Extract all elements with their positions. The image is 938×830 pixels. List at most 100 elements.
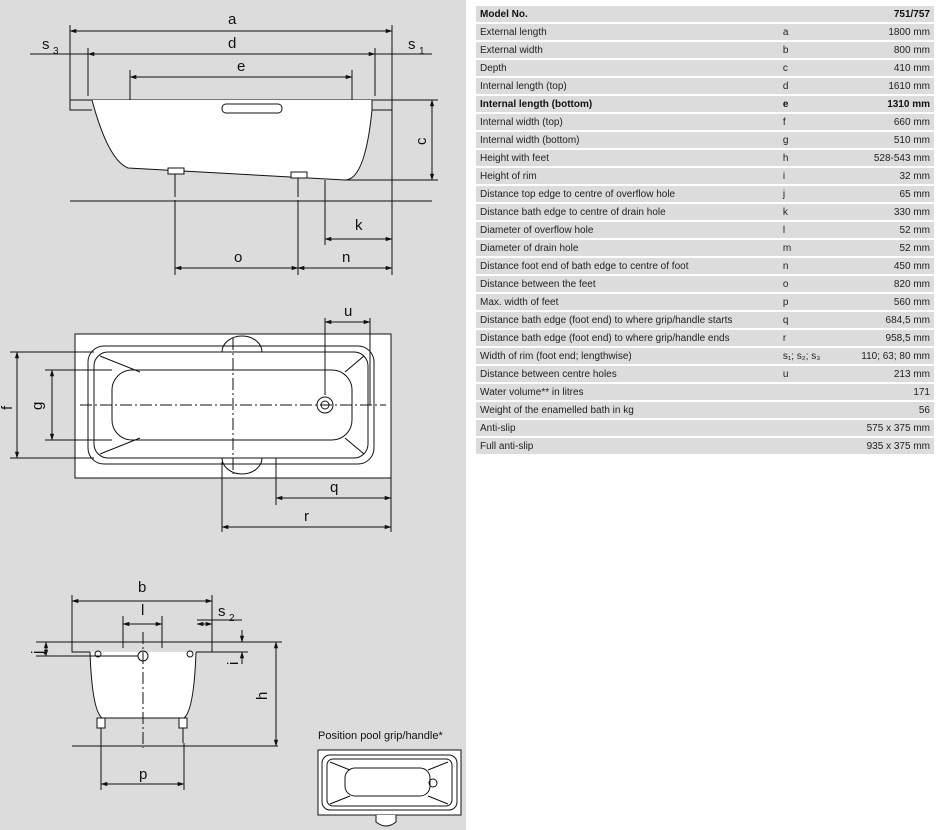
row-value: 410 mm (836, 60, 934, 76)
row-value: 1800 mm (836, 24, 934, 40)
row-label: Distance between centre holes (476, 366, 783, 382)
table-header-row: Model No. 751/757 (476, 6, 934, 22)
top-view (10, 318, 392, 532)
row-value: 800 mm (836, 42, 934, 58)
row-label: Internal length (top) (476, 78, 783, 94)
header-model-number: 751/757 (836, 6, 934, 22)
label-k: k (355, 217, 363, 234)
row-label: Anti-slip (476, 420, 783, 436)
row-value: 171 (836, 384, 934, 400)
label-i: i (225, 662, 242, 665)
row-symbol (782, 438, 837, 454)
row-value: 52 mm (836, 240, 934, 256)
label-e: e (237, 58, 245, 75)
label-j: j (29, 651, 46, 655)
row-label: Internal width (bottom) (476, 132, 783, 148)
row-symbol: i (782, 168, 837, 184)
row-value: 65 mm (836, 186, 934, 202)
row-symbol: n (782, 258, 837, 274)
row-symbol: s₁; s₂; s₃ (782, 348, 837, 364)
label-s3: s (42, 36, 50, 53)
row-label: Full anti-slip (476, 438, 783, 454)
header-label: Model No. (476, 6, 783, 22)
row-value: 450 mm (836, 258, 934, 274)
header-symbol (782, 6, 837, 22)
row-value: 1310 mm (836, 96, 934, 112)
row-label: Distance bath edge (foot end) to where g… (476, 312, 783, 328)
table-row: Distance bath edge to centre of drain ho… (476, 204, 934, 220)
row-symbol: f (782, 114, 837, 130)
row-value: 575 x 375 mm (836, 420, 934, 436)
table-row: Width of rim (foot end; lengthwise)s₁; s… (476, 348, 934, 364)
label-b: b (138, 579, 146, 596)
row-symbol: j (782, 186, 837, 202)
label-c: c (413, 137, 430, 145)
row-symbol: u (782, 366, 837, 382)
row-label: Internal length (bottom) (476, 96, 783, 112)
row-value: 660 mm (836, 114, 934, 130)
row-label: Height with feet (476, 150, 783, 166)
row-label: Width of rim (foot end; lengthwise) (476, 348, 783, 364)
row-value: 510 mm (836, 132, 934, 148)
row-symbol: d (782, 78, 837, 94)
row-value: 330 mm (836, 204, 934, 220)
row-value: 56 (836, 402, 934, 418)
row-value: 935 x 375 mm (836, 438, 934, 454)
row-symbol: g (782, 132, 837, 148)
label-s2-sub: 2 (229, 613, 235, 624)
label-q: q (330, 479, 338, 496)
table-row: Anti-slip 575 x 375 mm (476, 420, 934, 436)
row-label: Depth (476, 60, 783, 76)
technical-drawing-panel: a d s 3 s 1 e c k o n u f g q r b l s 2 … (0, 0, 466, 830)
grip-position-caption: Position pool grip/handle* (318, 730, 443, 742)
row-label: Distance between the feet (476, 276, 783, 292)
row-value: 52 mm (836, 222, 934, 238)
label-h: h (254, 692, 271, 700)
label-r: r (304, 508, 309, 525)
row-value: 820 mm (836, 276, 934, 292)
row-value: 528-543 mm (836, 150, 934, 166)
label-d: d (228, 35, 236, 52)
row-label: Internal width (top) (476, 114, 783, 130)
bathtub-technical-drawing: a d s 3 s 1 e c k o n u f g q r b l s 2 … (0, 11, 462, 827)
row-symbol: e (782, 96, 837, 112)
row-label: Distance foot end of bath edge to centre… (476, 258, 783, 274)
label-s1: s (408, 36, 416, 53)
row-label: Water volume** in litres (476, 384, 783, 400)
table-row: Full anti-slip 935 x 375 mm (476, 438, 934, 454)
table-row: Distance top edge to centre of overflow … (476, 186, 934, 202)
table-row: Distance foot end of bath edge to centre… (476, 258, 934, 274)
label-p: p (139, 766, 147, 783)
row-label: Diameter of drain hole (476, 240, 783, 256)
label-g: g (29, 402, 46, 410)
row-symbol: c (782, 60, 837, 76)
row-label: Distance bath edge (foot end) to where g… (476, 330, 783, 346)
row-value: 1610 mm (836, 78, 934, 94)
label-f: f (0, 405, 16, 410)
label-l: l (141, 602, 144, 619)
end-view (36, 595, 282, 790)
row-symbol: m (782, 240, 837, 256)
row-label: External length (476, 24, 783, 40)
grip-position-thumbnail (317, 749, 462, 827)
row-symbol: l (782, 222, 837, 238)
row-value: 32 mm (836, 168, 934, 184)
row-symbol: h (782, 150, 837, 166)
label-a: a (228, 11, 237, 28)
row-value: 560 mm (836, 294, 934, 310)
row-label: Max. width of feet (476, 294, 783, 310)
row-label: Weight of the enamelled bath in kg (476, 402, 783, 418)
table-row: Distance bath edge (foot end) to where g… (476, 330, 934, 346)
